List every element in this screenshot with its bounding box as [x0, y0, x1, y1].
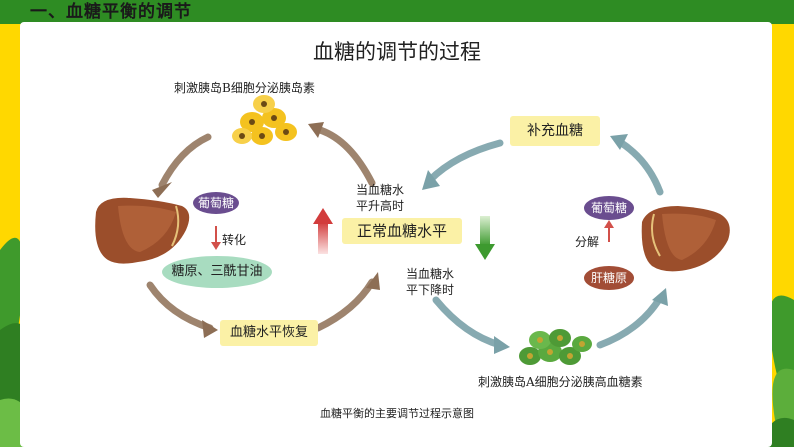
arrow-liver-to-recover	[146, 281, 218, 338]
arrow-beta-to-liver	[152, 133, 212, 198]
right-glucose-pill: 葡萄糖	[584, 196, 634, 220]
beta-cell-label: 刺激胰岛B细胞分泌胰岛素	[174, 81, 315, 95]
arrow-center-to-alpha	[432, 296, 510, 354]
glucose-recovery-box: 血糖水平恢复	[220, 320, 318, 346]
normal-glucose-box: 正常血糖水平	[342, 218, 462, 244]
decompose-label: 分解	[575, 235, 600, 249]
liver-glycogen-pill: 肝糖原	[584, 266, 634, 290]
arrow-alpha-to-liver	[596, 288, 668, 349]
leaf-decoration-icon	[0, 237, 794, 447]
rise-arrow-icon	[313, 208, 333, 254]
diagram-title: 血糖的调节的过程	[313, 40, 481, 64]
transform-arrow-icon	[211, 226, 221, 250]
left-glucose-pill: 葡萄糖	[193, 192, 239, 214]
fall-arrow-icon	[475, 216, 495, 260]
alpha-cell-label: 刺激胰岛A细胞分泌胰高血糖素	[478, 375, 643, 389]
section-heading: 一、血糖平衡的调节	[30, 2, 192, 22]
storage-pill: 糖原、三酰甘油	[162, 256, 272, 288]
high-condition-text: 当血糖水 平升高时	[356, 183, 405, 213]
arrow-supply-to-center	[422, 139, 504, 190]
low-condition-text: 当血糖水 平下降时	[406, 267, 455, 297]
supply-glucose-box: 补充血糖	[510, 116, 600, 146]
liver-icon	[641, 206, 730, 272]
beta-cell-cluster-icon	[232, 95, 297, 145]
arrow-recover-to-center	[314, 272, 380, 332]
decompose-arrow-icon	[604, 220, 614, 242]
arrow-center-to-beta	[308, 122, 376, 187]
diagram-caption: 血糖平衡的主要调节过程示意图	[320, 407, 474, 420]
transform-label: 转化	[222, 233, 247, 247]
arrow-liver-to-supply	[610, 134, 664, 196]
liver-icon	[95, 197, 190, 264]
alpha-cell-cluster-icon	[519, 329, 592, 365]
